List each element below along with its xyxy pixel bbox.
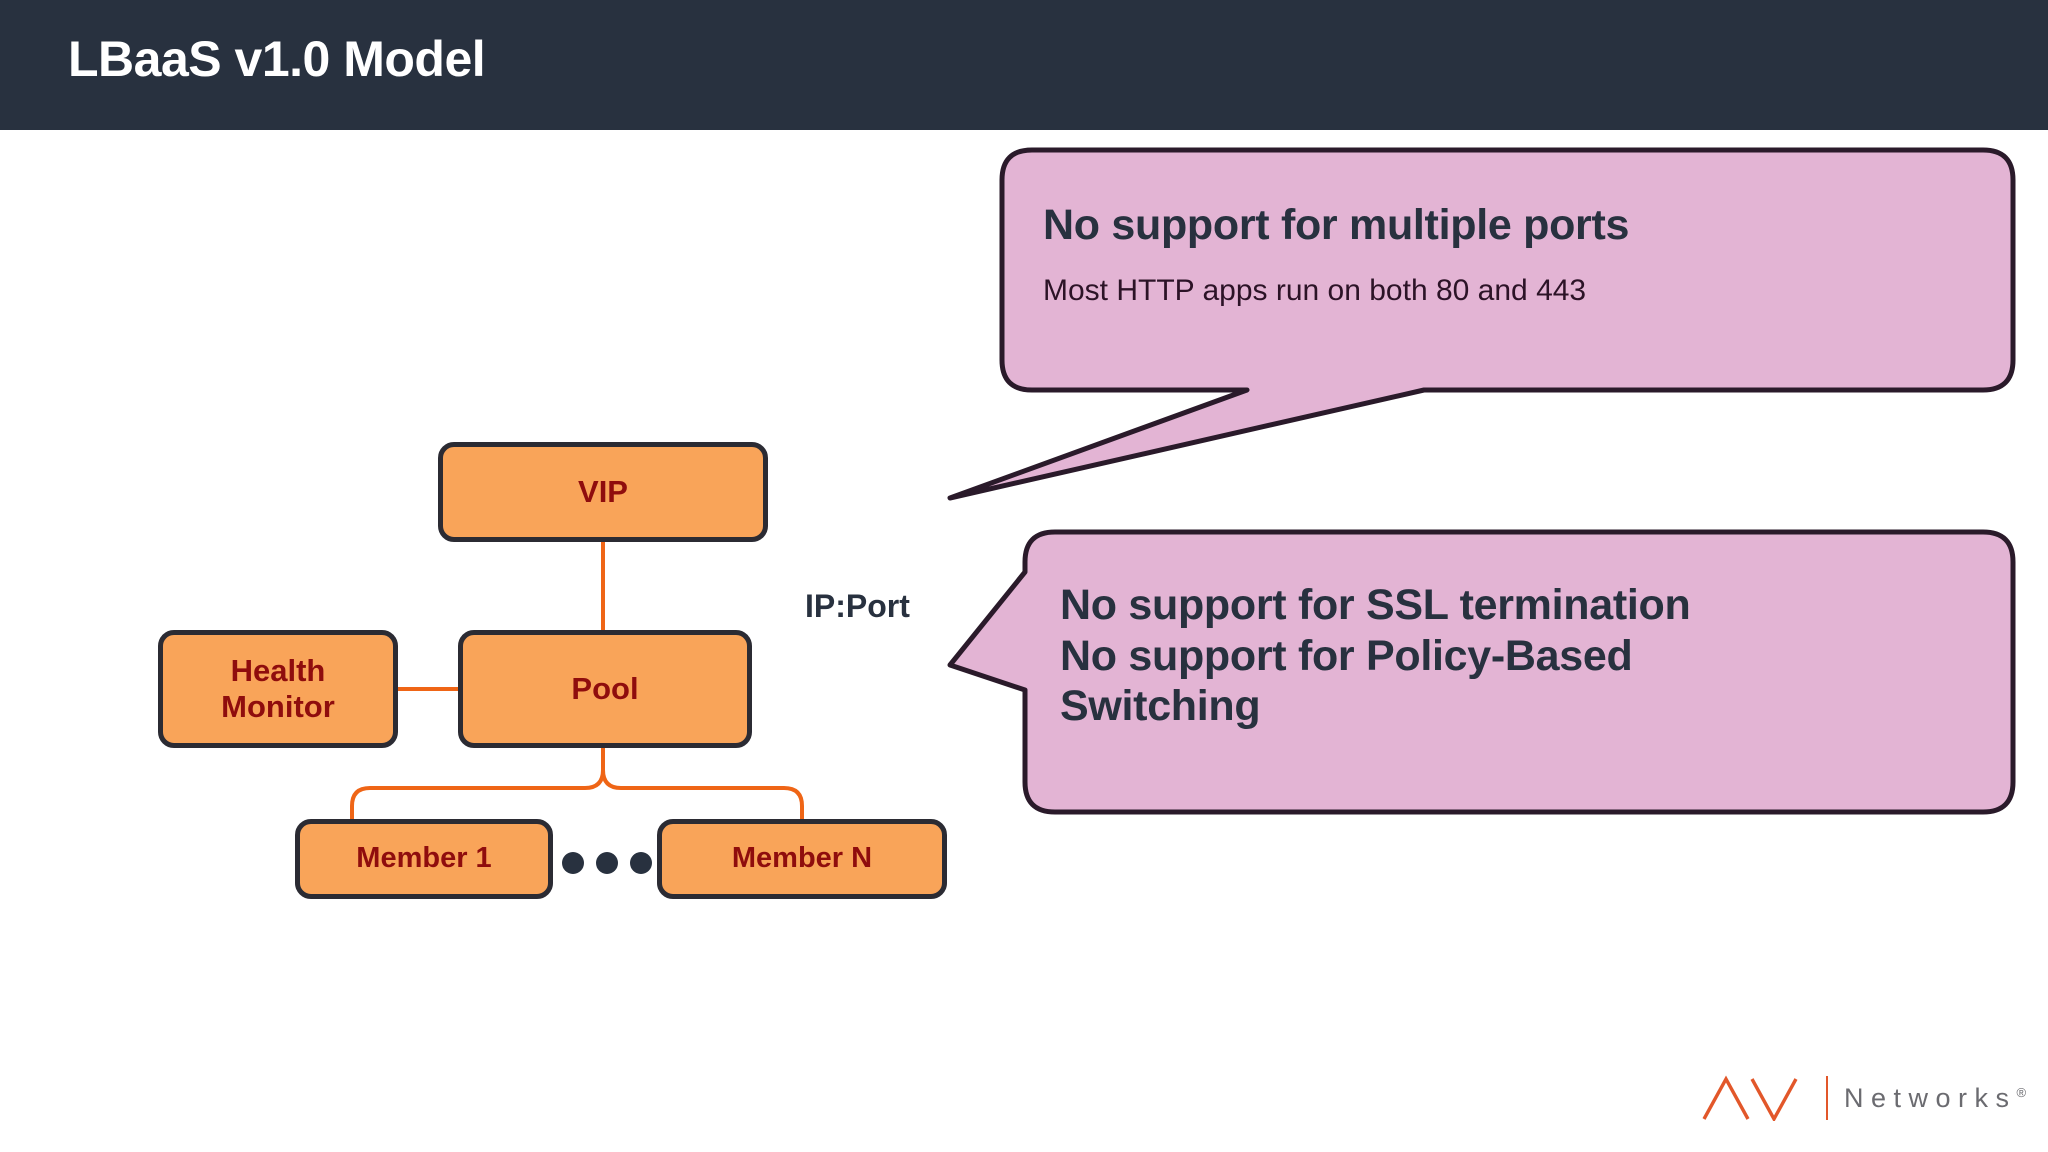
diagram-node-vip-label: VIP	[578, 474, 628, 510]
logo-divider	[1826, 1076, 1828, 1120]
avi-networks-logo: Networks®	[1700, 1072, 2026, 1124]
diagram-node-member-n-label: Member N	[731, 842, 873, 875]
logo-wordmark: Networks®	[1844, 1083, 2026, 1114]
diagram-node-pool[interactable]: Pool	[458, 630, 752, 748]
members-ellipsis-icon	[562, 852, 652, 874]
diagram-node-member-1[interactable]: Member 1	[295, 819, 553, 899]
health-monitor-label-line-2: Monitor	[221, 689, 335, 724]
health-monitor-label-line-1: Health	[230, 653, 326, 689]
edge-pool-members-bracket	[350, 746, 804, 821]
diagram-node-member-1-label: Member 1	[356, 842, 492, 875]
logo-wordmark-text: Networks	[1844, 1082, 2017, 1113]
diagram-node-health-monitor[interactable]: Health Monitor	[158, 630, 398, 748]
callout-multiple-ports-subtext: Most HTTP apps run on both 80 and 443	[1043, 273, 1587, 307]
page-title: LBaaS v1.0 Model	[68, 31, 486, 87]
ip-port-annotation: IP:Port	[805, 588, 910, 624]
callout-multiple-ports: No support for multiple ports Most HTTP …	[1043, 200, 1983, 309]
callout-multiple-ports-heading: No support for multiple ports	[1043, 201, 1630, 249]
diagram-node-health-monitor-label: Health Monitor	[221, 653, 335, 724]
diagram-node-member-n[interactable]: Member N	[657, 819, 947, 899]
callout-ssl-pbs: No support for SSL termination No suppor…	[1060, 580, 1960, 732]
diagram-node-vip[interactable]: VIP	[438, 442, 768, 542]
diagram-node-pool-label: Pool	[571, 671, 639, 707]
lbaas-diagram: VIP Pool Health Monitor Member 1 Member …	[0, 130, 2048, 1152]
callout-ssl-pbs-line-1: No support for SSL termination	[1060, 581, 1691, 629]
avi-mark-icon	[1702, 1075, 1798, 1121]
callout-ssl-pbs-line-3: Switching	[1060, 682, 1261, 731]
ellipsis-dot-1	[562, 852, 584, 874]
diagram-connectors	[350, 540, 804, 821]
registered-trademark-icon: ®	[2016, 1084, 2027, 1100]
callout-ssl-pbs-line-2: No support for Policy-Based	[1060, 631, 1633, 680]
slide-header-bar	[0, 0, 2048, 130]
ellipsis-dot-3	[630, 852, 652, 874]
ellipsis-dot-2	[596, 852, 618, 874]
